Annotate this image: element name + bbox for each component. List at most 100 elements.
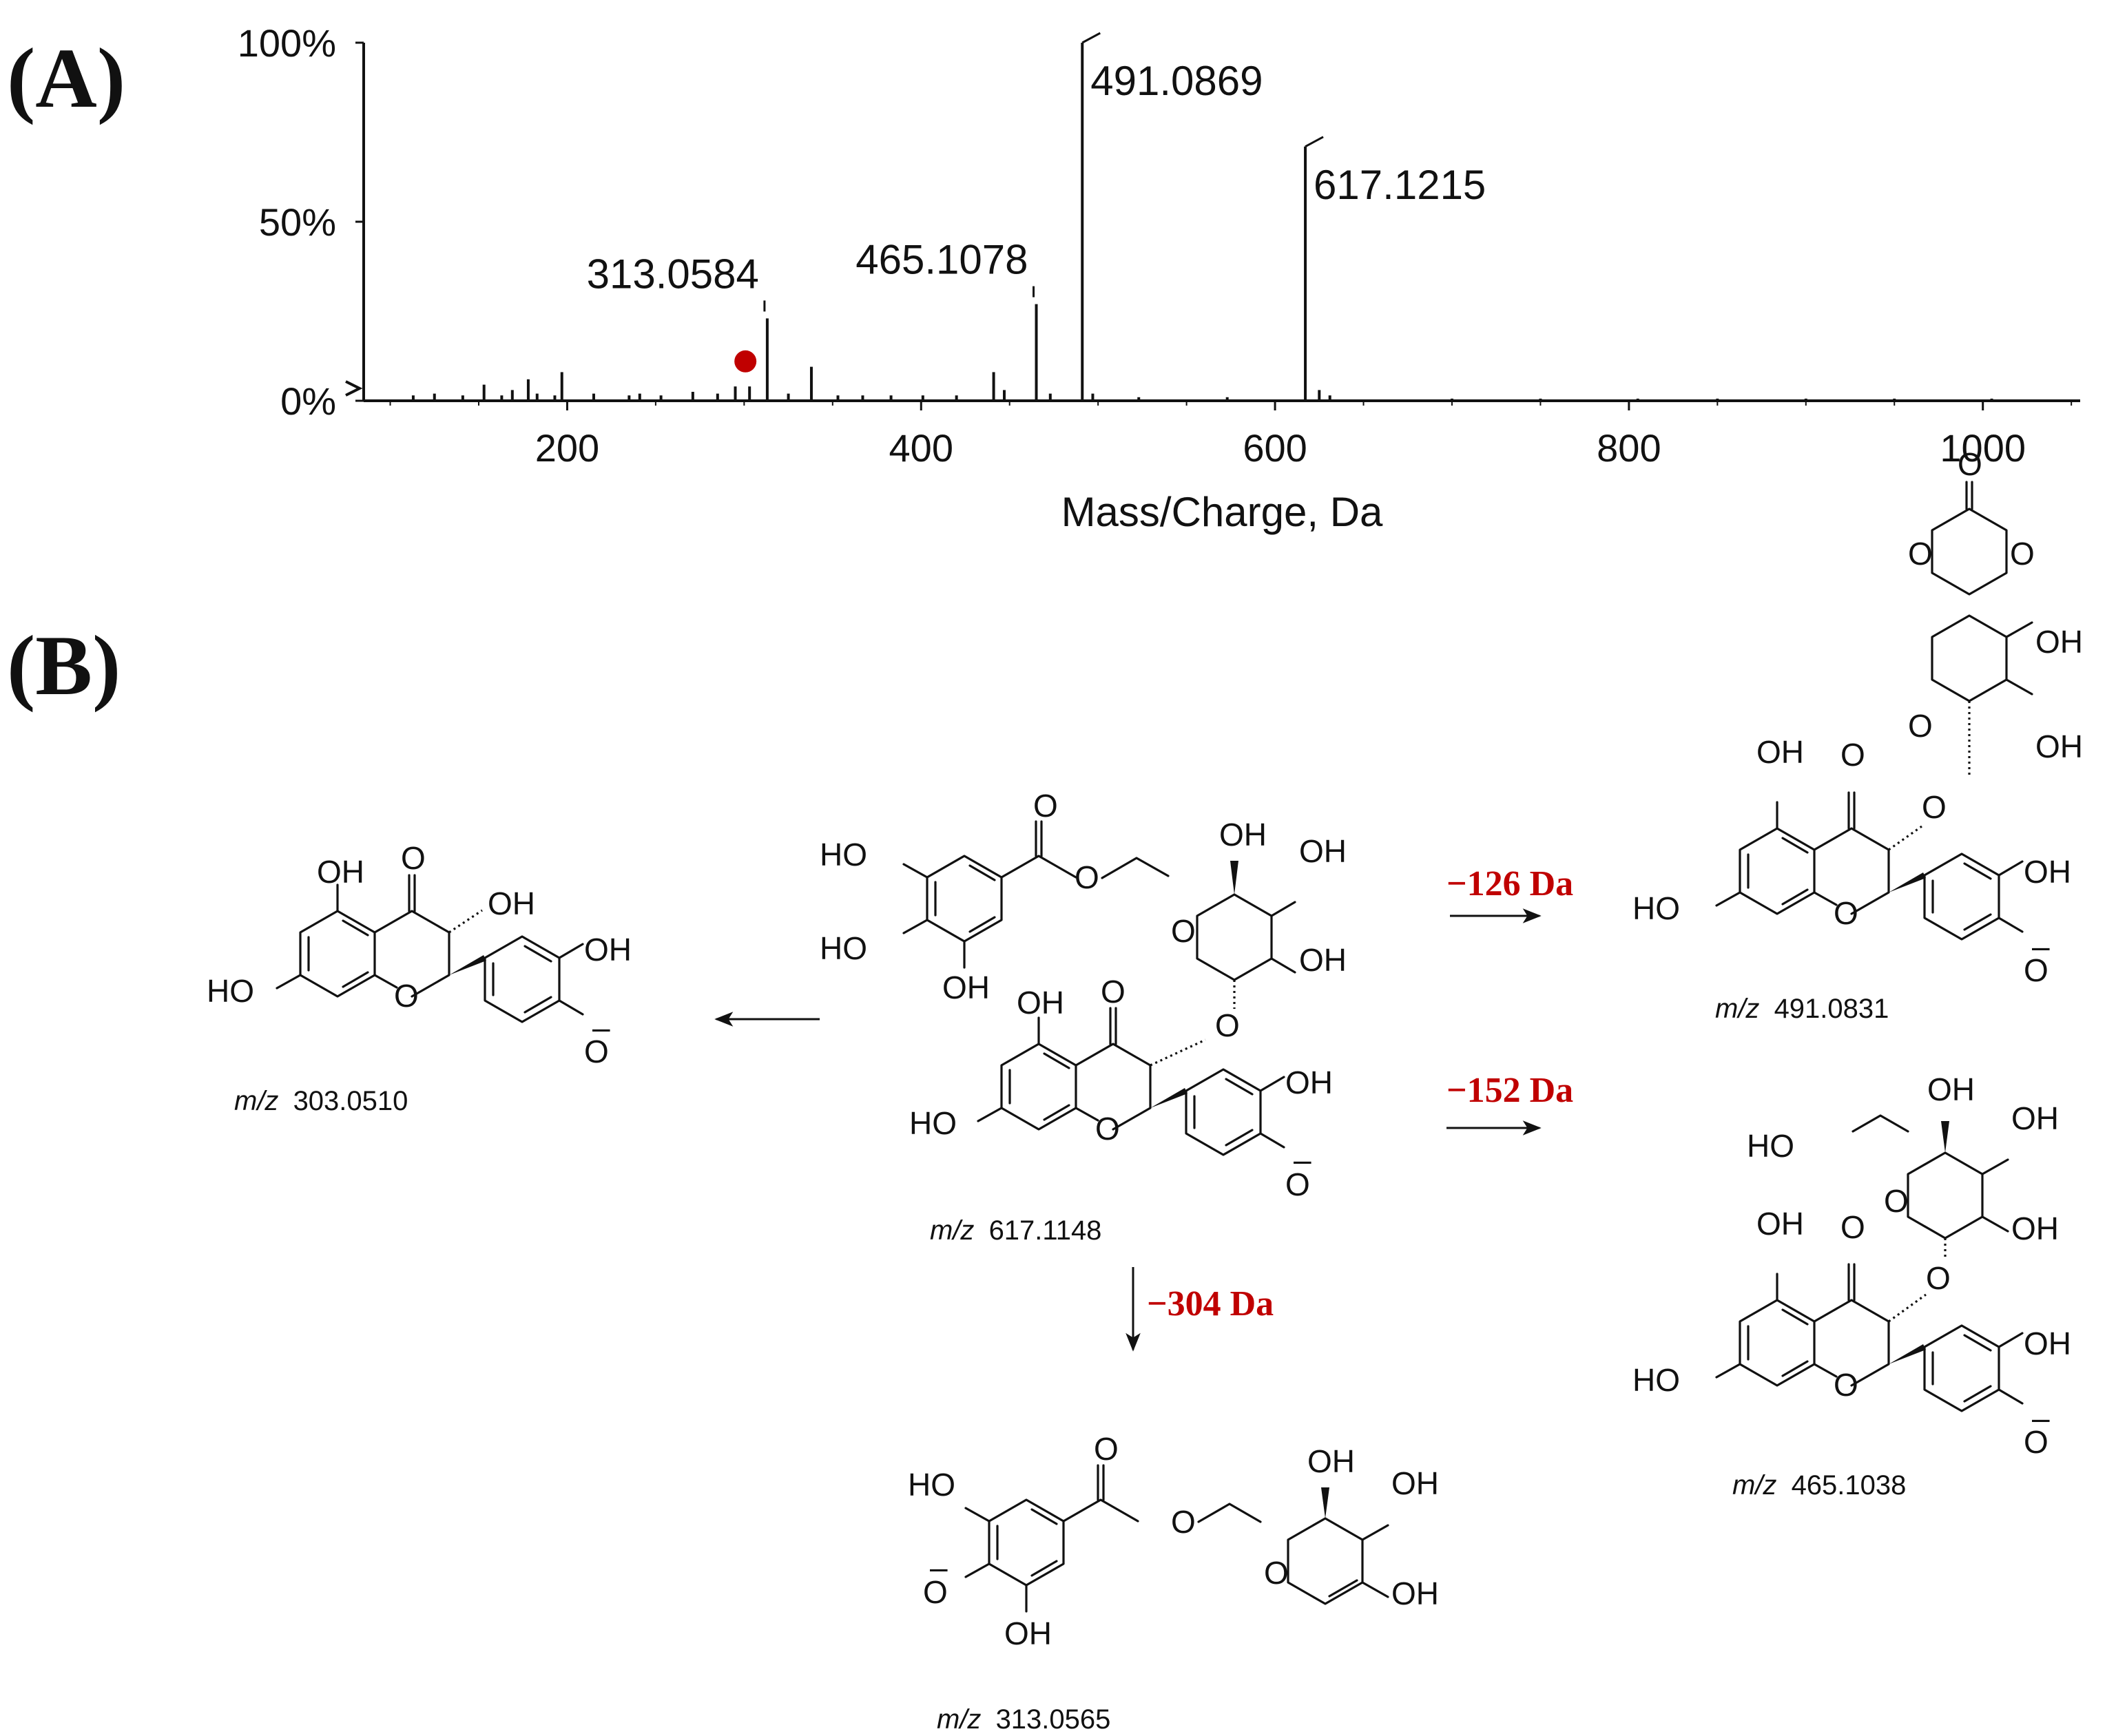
atom-oh: OH [942, 970, 990, 1005]
spectrum-peaks [411, 43, 1993, 401]
y-tick-label: 50% [259, 200, 336, 244]
mz-label-taxifolin: m/z 303.0510 [234, 1086, 408, 1116]
atom-oh: OH [317, 854, 364, 890]
atom-oh: OH [1927, 1071, 1975, 1107]
atom-oh: OH [2024, 1326, 2071, 1361]
panel-a-label: (A) [7, 31, 125, 125]
atom-oh: OH [1285, 1065, 1333, 1100]
atom-o: O [2010, 536, 2035, 572]
mz-label-491: m/z 491.0831 [1715, 994, 1889, 1024]
atom-oh: OH [1299, 942, 1347, 978]
baseline-marker [345, 380, 363, 397]
marker-layer [734, 350, 757, 373]
atom-ho: HO [1632, 1362, 1680, 1398]
atom-ho: HO [1747, 1128, 1794, 1164]
atom-o: O [1840, 737, 1865, 773]
peak-label: 313.0584 [587, 251, 759, 297]
atom-ho: HO [207, 973, 254, 1009]
peak-label: 465.1078 [855, 237, 1028, 283]
atom-o: O [1834, 1367, 1858, 1403]
panel-b-label: (B) [7, 618, 121, 713]
atom-o: O [1215, 1007, 1240, 1043]
atom-oh: OH [488, 886, 535, 921]
atom-o: O [1840, 1209, 1865, 1245]
atom-oh: OH [1307, 1443, 1355, 1479]
atom-oh: OH [2011, 1211, 2059, 1246]
peak-label: 491.0869 [1090, 58, 1263, 104]
x-axis-title: Mass/Charge, Da [1061, 489, 1383, 535]
atom-o: O [1101, 974, 1126, 1010]
atom-charge: – [930, 1549, 948, 1585]
loss-label-152: −152 Da [1446, 1071, 1573, 1110]
atom-oh: OH [1391, 1576, 1439, 1611]
atom-o: O [1075, 859, 1099, 895]
atom-charge: – [2032, 1400, 2050, 1436]
atom-ho: HO [1632, 890, 1680, 926]
y-tick-label: 100% [238, 21, 336, 65]
atom-oh: OH [1004, 1615, 1052, 1651]
atom-o: O [1171, 913, 1196, 949]
atom-o: O [1834, 895, 1858, 931]
fragment-465-structure: HO OH OH OH O O OH O HO O OH O – m/z 465… [1632, 1071, 2071, 1500]
atom-o: O [1033, 788, 1058, 824]
atom-o: O [1958, 446, 1982, 482]
atom-charge: – [1294, 1142, 1311, 1178]
x-axis-ticks: 200 400 600 800 1000 [389, 401, 2073, 470]
atom-ho: HO [909, 1105, 957, 1141]
atom-ho: HO [820, 837, 867, 872]
atom-o: O [2024, 952, 2048, 988]
atom-o: O [1285, 1167, 1310, 1202]
x-tick-label: 200 [535, 426, 599, 470]
atom-oh: OH [2024, 854, 2071, 890]
mz-label-465: m/z 465.1038 [1732, 1470, 1906, 1500]
taxifolin-structure: OH O OH HO O OH O – m/z 303.0510 [207, 840, 632, 1116]
atom-o: O [2024, 1424, 2048, 1460]
atom-o: O [394, 978, 419, 1014]
atom-oh: OH [1017, 985, 1064, 1021]
fragment-313-structure: HO O – OH O O OH OH OH O m/z 313.0565 [908, 1431, 1439, 1735]
highlight-marker [734, 350, 757, 373]
x-tick-label: 400 [889, 426, 953, 470]
mz-label-parent: m/z 617.1148 [930, 1215, 1101, 1246]
atom-oh: OH [2035, 729, 2083, 764]
atom-o: O [1264, 1555, 1289, 1591]
peak-label-hook [1081, 32, 1101, 44]
atom-ho: HO [908, 1467, 955, 1503]
atom-o: O [1095, 1111, 1120, 1147]
atom-ho: HO [820, 930, 867, 966]
peak-labels: 313.0584 465.1078 491.0869 617.1215 [587, 32, 1486, 312]
atom-o: O [923, 1574, 948, 1610]
fragmentation-scheme: HO HO OH O O OH OH OH O O OH O HO O OH O [207, 446, 2083, 1735]
fragment-491-structure: O O O OH OH O O OH O HO O OH O – m/z 491… [1632, 446, 2083, 1024]
y-tick-label: 0% [280, 379, 336, 423]
atom-charge: – [592, 1010, 610, 1045]
atom-o: O [1926, 1260, 1951, 1296]
atom-oh: OH [584, 932, 632, 968]
mz-label-313: m/z 313.0565 [937, 1704, 1110, 1735]
atom-oh: OH [2035, 624, 2083, 660]
atom-o: O [1171, 1504, 1196, 1540]
atom-oh: OH [1219, 817, 1267, 853]
x-tick-label: 1000 [1940, 426, 2026, 470]
x-tick-label: 800 [1597, 426, 1661, 470]
loss-label-126: −126 Da [1446, 864, 1573, 903]
mass-spectrum-chart: 0% 50% 100% 200 400 600 800 1000 313.0584 465.1… [238, 21, 2080, 535]
x-tick-label: 600 [1243, 426, 1307, 470]
atom-o: O [584, 1034, 609, 1069]
atom-o: O [1922, 789, 1947, 825]
parent-structure: HO HO OH O O OH OH OH O O OH O HO O OH O [820, 788, 1347, 1246]
loss-label-304: −304 Da [1147, 1284, 1274, 1324]
peak-label-hook [1305, 136, 1324, 148]
atom-o: O [1908, 536, 1933, 572]
atom-o: O [1908, 708, 1933, 744]
atom-oh: OH [1756, 1206, 1804, 1242]
atom-o: O [1094, 1431, 1119, 1467]
atom-oh: OH [2011, 1100, 2059, 1136]
atom-charge: – [2032, 928, 2050, 964]
atom-o: O [1884, 1183, 1909, 1219]
atom-oh: OH [1756, 734, 1804, 770]
atom-oh: OH [1391, 1465, 1439, 1501]
peak-label: 617.1215 [1314, 162, 1486, 208]
atom-o: O [401, 840, 426, 876]
